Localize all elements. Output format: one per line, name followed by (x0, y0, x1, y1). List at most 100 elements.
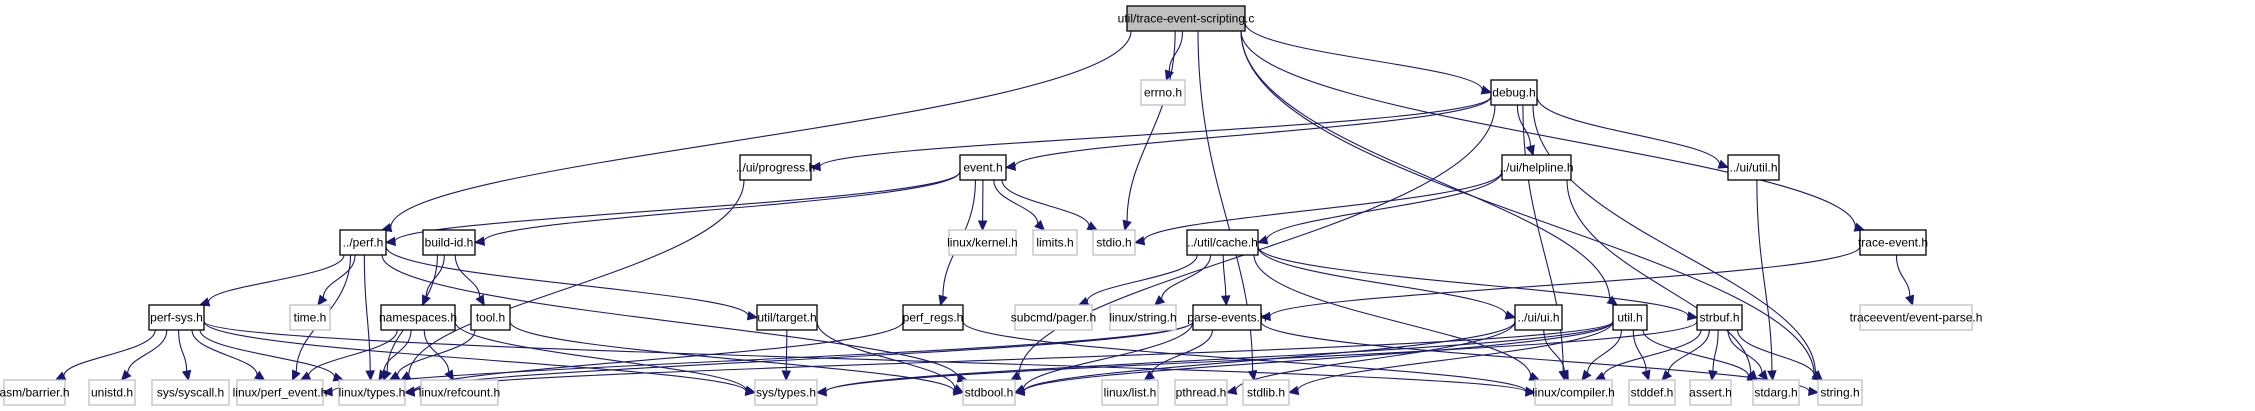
edge-line (816, 321, 956, 389)
node-stddef: stddef.h (1628, 379, 1676, 406)
arrowhead-icon (1480, 85, 1493, 95)
edge-line (203, 321, 747, 392)
node-box (422, 229, 476, 256)
edge-line (1001, 179, 1090, 226)
edge-line (1642, 329, 1750, 377)
edge-line (1522, 104, 1564, 372)
node-traceevent[interactable]: trace-event.h (1858, 229, 1928, 256)
arrowhead-icon (1559, 369, 1569, 382)
node-unistd: unistd.h (88, 379, 136, 406)
arrowhead-icon (1154, 295, 1166, 306)
node-box (1612, 304, 1648, 331)
node-strbuf[interactable]: strbuf.h (1696, 304, 1743, 331)
edge-line (363, 254, 371, 372)
arrowhead-icon (1220, 295, 1231, 307)
edge-root-to-debug (1244, 22, 1493, 95)
edge-line (1566, 179, 1752, 374)
node-uiui[interactable]: ../ui/ui.h (1514, 304, 1563, 331)
node-label: subcmd/pager.h (1011, 311, 1096, 325)
node-label: util/target.h (757, 311, 816, 325)
edge-perfsys-to-unistd (120, 329, 168, 381)
edge-debug-to-progress (809, 96, 1492, 172)
edge-line (385, 246, 749, 317)
node-refcount: linux/refcount.h (419, 379, 500, 406)
node-kernel: linux/kernel.h (947, 229, 1018, 256)
node-box (339, 229, 387, 256)
edge-perfsys-to-perfevent (191, 329, 266, 381)
arrowhead-icon (1086, 221, 1099, 231)
edge-event-to-limits (993, 179, 1046, 231)
edge-utilh-to-stdbool (1013, 321, 1614, 397)
node-box (1140, 79, 1186, 106)
arrowhead-icon (378, 369, 389, 382)
edge-line (1297, 321, 1614, 391)
edge-debug-to-event (1004, 96, 1492, 171)
arrowhead-icon (1009, 371, 1022, 381)
edge-strbuf-to-stdarg (1727, 329, 1769, 381)
edge-line (1602, 329, 1702, 377)
node-root[interactable]: util/trace-event-scripting.c (1118, 5, 1255, 32)
edge-target-to-stdbool (816, 321, 965, 394)
node-stdarg: stdarg.h (1752, 379, 1800, 406)
edge-utilh-to-stdarg (1642, 329, 1759, 381)
node-perfevent: linux/perf_event.h (233, 379, 327, 406)
arrowhead-icon (475, 294, 485, 307)
edge-line (1022, 321, 1194, 390)
node-label: limits.h (1036, 236, 1073, 250)
node-label: util/trace-event-scripting.c (1118, 12, 1255, 26)
node-label: linux/list.h (1104, 386, 1157, 400)
node-tool[interactable]: tool.h (470, 304, 511, 331)
node-target[interactable]: util/target.h (756, 304, 818, 331)
node-perf[interactable]: ../perf.h (339, 229, 387, 256)
node-label: trace-event.h (1858, 236, 1928, 250)
edge-line (509, 321, 955, 392)
node-label: ../ui/util.h (1729, 161, 1777, 175)
node-label: stdarg.h (1754, 386, 1797, 400)
edge-line (1161, 254, 1212, 300)
node-perfsys[interactable]: perf-sys.h (148, 304, 205, 331)
edge-cache-to-uiui (1257, 246, 1517, 320)
arrowhead-icon (444, 369, 454, 382)
edge-perfsys-to-ltypes (199, 329, 345, 382)
node-namespaces[interactable]: namespaces.h (379, 304, 457, 331)
edge-line (1143, 171, 1503, 242)
arrowhead-icon (1746, 371, 1759, 381)
node-box (1174, 379, 1228, 406)
node-box (1514, 304, 1563, 331)
arrowhead-icon (1034, 219, 1046, 231)
node-stdio: stdio.h (1092, 229, 1136, 256)
edge-line (825, 321, 1698, 393)
node-label: perf-sys.h (150, 311, 203, 325)
edge-line (1253, 254, 1532, 377)
arrowhead-icon (1807, 386, 1820, 397)
edge-root-to-traceevent (1240, 30, 1866, 232)
edge-root-to-utilh (1240, 30, 1618, 306)
edge-utilh-to-stddef (1632, 329, 1651, 382)
arrowhead-icon (1641, 369, 1651, 382)
node-parseevents[interactable]: parse-events.h (1187, 304, 1267, 331)
node-progress[interactable]: ../ui/progress.h (736, 154, 815, 181)
node-debug[interactable]: debug.h (1490, 79, 1538, 106)
node-list: linux/list.h (1101, 379, 1159, 406)
node-perfregs[interactable]: perf_regs.h (902, 304, 964, 331)
node-box (1696, 304, 1743, 331)
arrowhead-icon (1528, 371, 1541, 381)
edge-strbuf-to-string (1737, 329, 1824, 381)
node-cache[interactable]: ../util/cache.h (1186, 229, 1259, 256)
edge-traceevent-to-parseevents (1259, 246, 1861, 322)
node-box (1490, 79, 1538, 106)
node-buildid[interactable]: build-id.h (422, 229, 476, 256)
node-compiler: linux/compiler.h (1532, 379, 1615, 406)
edge-cache-to-parseevents (1220, 254, 1231, 307)
node-event[interactable]: event.h (959, 154, 1007, 181)
arrowhead-icon (403, 387, 415, 397)
node-utilh[interactable]: util.h (1612, 304, 1648, 331)
node-helpline[interactable]: ../ui/helpline.h (1499, 154, 1574, 181)
arrowhead-icon (1757, 369, 1769, 381)
node-uiutil[interactable]: ../ui/util.h (1727, 154, 1780, 181)
node-label: stdlib.h (1247, 386, 1285, 400)
arrowhead-icon (1524, 386, 1537, 397)
arrowhead-icon (198, 297, 211, 307)
node-box (1534, 379, 1613, 406)
